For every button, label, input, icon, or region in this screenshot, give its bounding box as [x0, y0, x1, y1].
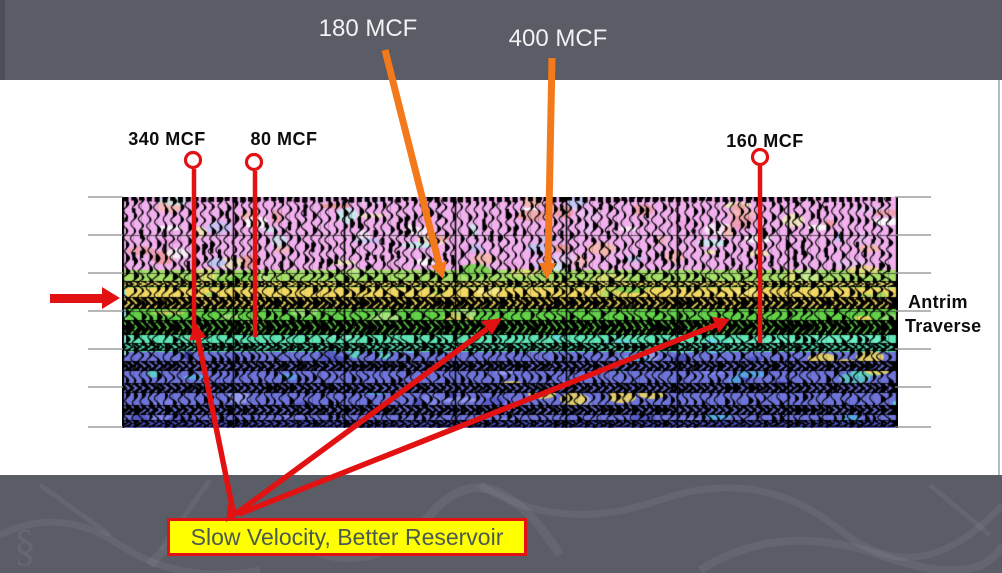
horizon-label-traverse: Traverse: [905, 316, 982, 336]
callout-label-180mcf: 180 MCF: [318, 15, 418, 42]
well-marker-80: [244, 152, 264, 337]
well-marker-label-340mcf: 340 MCF: [128, 129, 206, 149]
callout-label-400mcf: 400 MCF: [508, 25, 608, 52]
slide-top-band: 180 MCF 400 MCF: [0, 0, 1002, 80]
well-marker-circle-80: [244, 152, 264, 172]
gridlines: [88, 196, 931, 428]
slow-velocity-arrows: [195, 322, 718, 517]
well-marker-circle-160: [750, 147, 770, 167]
horizon-label-antrim: Antrim: [908, 292, 968, 312]
map-texture: § §: [0, 478, 1002, 573]
slow-velocity-arrowheads: [189, 317, 730, 522]
well-marker-circle-340: [183, 150, 203, 170]
svg-text:§: §: [14, 521, 36, 570]
left-pointer-arrow: [50, 287, 120, 309]
well-marker-160: [750, 147, 770, 343]
well-marker-label-160mcf: 160 MCF: [726, 131, 804, 151]
orange-arrow-180: [381, 49, 447, 279]
seismic-section: [122, 197, 898, 428]
well-marker-label-80mcf: 80 MCF: [250, 129, 318, 149]
slide-edge-strip: [0, 0, 5, 80]
well-marker-340: [183, 150, 203, 331]
slow-velocity-callout: Slow Velocity, Better Reservoir: [167, 518, 527, 556]
orange-arrow-400: [539, 57, 556, 280]
